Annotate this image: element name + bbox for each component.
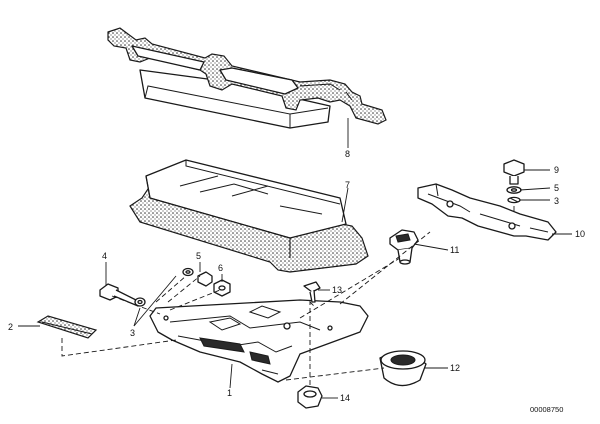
callout-3-right: 3 — [554, 196, 559, 206]
callout-6: 6 — [218, 263, 223, 273]
clip-part-13 — [303, 281, 321, 303]
grommet-part-11 — [389, 229, 419, 265]
pad-part-2 — [36, 315, 98, 339]
callout-2: 2 — [8, 322, 13, 332]
reference-number: 00008750 — [530, 405, 563, 414]
bracket-part-10 — [417, 183, 557, 241]
callout-11: 11 — [450, 245, 459, 255]
base-plate-part-1 — [149, 299, 369, 383]
callout-4: 4 — [102, 251, 107, 261]
callout-5-left: 5 — [196, 251, 201, 261]
callout-7: 7 — [345, 180, 350, 190]
bolt-part-4 — [99, 283, 141, 307]
washer-part-3-right — [507, 196, 521, 204]
callout-1: 1 — [227, 388, 232, 398]
callout-13: 13 — [332, 285, 342, 295]
callouts: 1 2 3 3 4 5 5 6 7 8 9 10 11 12 13 14 — [8, 149, 585, 403]
grommet-ring-part-12 — [379, 350, 427, 387]
washer-part-5-left — [182, 267, 194, 277]
washer-part-3-left — [134, 297, 146, 307]
cover-part-7 — [129, 159, 369, 273]
bolt-part-9 — [503, 159, 525, 185]
washer-part-5-right — [506, 186, 522, 194]
nut-part-6 — [197, 271, 231, 297]
callout-9: 9 — [554, 165, 559, 175]
seal-frame-part-8 — [107, 27, 387, 129]
callout-5-right: 5 — [554, 183, 559, 193]
callout-8: 8 — [345, 149, 350, 159]
nut-part-14 — [297, 385, 323, 409]
callout-3-left: 3 — [130, 328, 135, 338]
leader-lines — [18, 118, 572, 399]
callout-10: 10 — [575, 229, 585, 239]
callout-14: 14 — [340, 393, 350, 403]
callout-12: 12 — [450, 363, 460, 373]
